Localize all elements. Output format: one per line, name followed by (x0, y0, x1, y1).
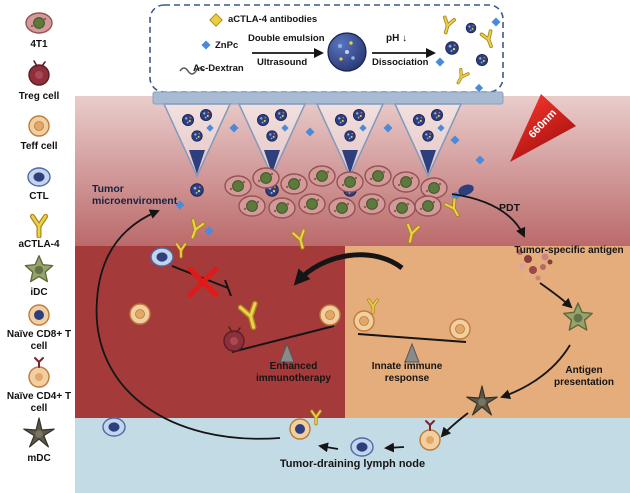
tumor-antigen-debris (517, 247, 553, 281)
tumor-cell (364, 165, 392, 187)
teff-cell (319, 304, 341, 326)
seesaw-fulcrum (279, 342, 295, 363)
tumor-cell (308, 165, 336, 187)
ctl-cell (350, 437, 374, 457)
teff-cell (449, 318, 471, 340)
tumor-cell (224, 175, 252, 197)
legend-label: Treg cell (18, 91, 60, 102)
enhanced-region-content (129, 242, 341, 363)
tumor-cell (358, 193, 386, 215)
legend-label: Naïve CD8+ T cell (6, 329, 72, 352)
innate-immune-region (345, 246, 630, 418)
legend-label: Naïve CD4+ T cell (6, 391, 72, 414)
blocked-inhibition-x-icon (187, 266, 219, 298)
tumor-cell (336, 171, 364, 193)
mdc-to-lymph-arrow (440, 412, 469, 438)
seesaw-plank (357, 333, 467, 343)
synthesis-box (149, 4, 504, 93)
ctl-cell (102, 417, 126, 437)
tumor-cell (392, 171, 420, 193)
tumor-cell (414, 195, 442, 217)
tumor-cell-icon (25, 12, 53, 34)
legend-item-idc: iDC (0, 254, 78, 299)
legend-item-naive-cd4: Naïve CD4+ T cell (0, 356, 78, 414)
legend-label: Teff cell (20, 141, 58, 152)
innate-region-content (353, 247, 593, 416)
nanoparticle-sphere (327, 32, 367, 72)
teff-cell (129, 303, 151, 325)
seesaw-plank (231, 325, 335, 353)
teff-cell-icon (28, 115, 50, 137)
tumor-cell (388, 197, 416, 219)
mdc-cell-icon (23, 417, 55, 448)
pdt-arrow (451, 193, 526, 238)
legend-item-mdc: mDC (0, 416, 78, 465)
idc-cell-icon (24, 255, 54, 283)
innate-to-enhanced-arrow (293, 252, 404, 286)
tumor-cell (280, 173, 308, 195)
antibody-icon (21, 210, 57, 238)
naive-cd8-cell (289, 418, 311, 440)
legend-item-naive-cd8: Naïve CD8+ T cell (0, 302, 78, 352)
lymph-to-tumor-circulation-arrow (95, 209, 281, 440)
nanoparticle-icon (475, 54, 489, 66)
teff-cell (353, 310, 375, 332)
lymph-arrow-1 (384, 442, 405, 453)
laser-beam-shape (510, 94, 576, 162)
lymph-arrow-2 (318, 442, 339, 453)
legend-item-4t1: 4T1 (0, 8, 78, 51)
legend-item-treg: Treg cell (0, 58, 78, 103)
seesaw-fulcrum (404, 342, 420, 363)
scattered-particles (175, 123, 485, 248)
nanoparticle-icon (445, 41, 459, 55)
legend-item-ctl: CTL (0, 164, 78, 203)
tumor-cell (252, 167, 280, 189)
treg-cell-icon (28, 60, 50, 86)
naive-cd8-cell-icon (28, 304, 50, 326)
funnel-array (152, 91, 504, 176)
legend-label: aCTLA-4 (18, 239, 60, 250)
tumor-cell (268, 197, 296, 219)
tumor-cell (298, 193, 326, 215)
holder-bar (152, 91, 504, 105)
tumor-cell (420, 177, 448, 199)
legend-item-teff: Teff cell (0, 112, 78, 153)
ac-dextran-squiggle-icon (179, 67, 205, 75)
legend-label: CTL (29, 191, 49, 202)
tumor-cell (328, 197, 356, 219)
naive-cd4-cell-icon (28, 357, 50, 388)
legend-label: 4T1 (30, 39, 48, 50)
ctl-cell-icon (27, 167, 51, 187)
legend-label: iDC (30, 287, 48, 298)
legend-item-actla4: aCTLA-4 (0, 210, 78, 251)
idc-to-mdc-arrow (500, 344, 571, 400)
nanoparticle-icon (465, 22, 477, 34)
antigen-to-idc-arrow (539, 282, 573, 309)
legend-label: mDC (27, 453, 51, 464)
nanoparticle-icon (458, 184, 474, 196)
tumor-cell (238, 195, 266, 217)
ctl-cell (150, 247, 174, 267)
lymph-node-region (75, 418, 630, 493)
nanoparticle-icon (190, 183, 204, 197)
